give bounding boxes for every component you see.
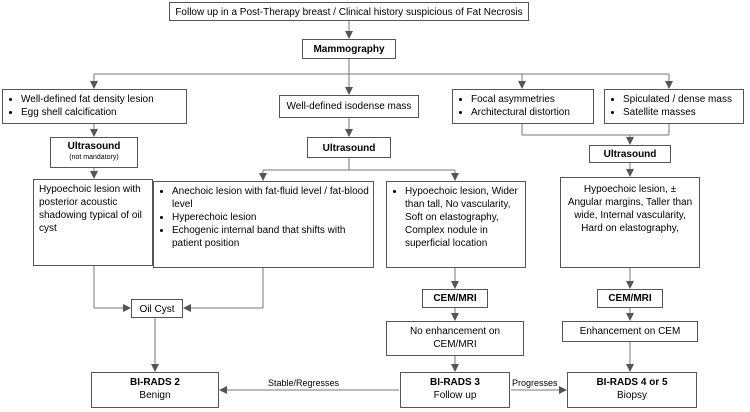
architectural-distortion-item: Architectural distortion (471, 106, 589, 119)
spiculated-mass-box: Spiculated / dense mass Satellite masses (604, 89, 744, 124)
isodense-mass-box: Well-defined isodense mass (279, 95, 419, 118)
eggshell-item: Egg shell calcification (21, 106, 182, 119)
echogenic-band-item: Echogenic internal band that shifts with… (172, 224, 369, 250)
hypoechoic-soft-box: Hypoechoic lesion, Wider than tall, No v… (386, 181, 526, 268)
fat-density-item: Well-defined fat density lesion (21, 93, 182, 106)
satellite-item: Satellite masses (623, 106, 739, 119)
anechoic-item: Anechoic lesion with fat-fluid level / f… (172, 185, 369, 211)
ultrasound-right-box: Ultrasound (589, 145, 671, 163)
spiculated-item: Spiculated / dense mass (623, 93, 739, 106)
enhancement-box: Enhancement on CEM (562, 321, 698, 342)
ultrasound-left-note: (not mandatory) (69, 154, 119, 161)
fat-density-box: Well-defined fat density lesion Egg shel… (2, 89, 187, 124)
hyperechoic-item: Hyperechoic lesion (172, 211, 369, 224)
birads-4-5-box: BI-RADS 4 or 5 Biopsy (567, 372, 697, 408)
stable-regresses-label: Stable/Regresses (268, 378, 340, 388)
ultrasound-middle-box: Ultrasound (307, 137, 391, 158)
birads-4-5-title: BI-RADS 4 or 5 (596, 377, 668, 388)
hypoechoic-hard-box: Hypoechoic lesion, ± Angular margins, Ta… (560, 177, 700, 268)
cem-mri-right-box: CEM/MRI (597, 289, 663, 308)
oil-cyst-description-box: Hypoechoic lesion with posterior acousti… (33, 179, 153, 266)
cem-mri-middle-box: CEM/MRI (422, 289, 488, 308)
mammography-box: Mammography (302, 39, 396, 59)
focal-asymmetry-box: Focal asymmetries Architectural distorti… (452, 89, 594, 124)
birads-3-sub: Follow up (433, 390, 477, 401)
hypoechoic-soft-item: Hypoechoic lesion, Wider than tall, No v… (405, 185, 521, 250)
no-enhancement-box: No enhancement on CEM/MRI (386, 321, 524, 356)
birads-2-sub: Benign (139, 390, 171, 401)
progresses-label: Progresses (512, 378, 558, 388)
birads-2-box: BI-RADS 2 Benign (91, 372, 219, 408)
top-condition-box: Follow up in a Post-Therapy breast / Cli… (169, 2, 529, 21)
birads-3-box: BI-RADS 3 Follow up (400, 372, 510, 408)
focal-asymmetries-item: Focal asymmetries (471, 93, 589, 106)
anechoic-lesion-box: Anechoic lesion with fat-fluid level / f… (153, 181, 374, 268)
ultrasound-left-title: Ultrasound (67, 141, 121, 152)
oil-cyst-box: Oil Cyst (131, 299, 183, 318)
birads-3-title: BI-RADS 3 (429, 377, 480, 388)
birads-2-title: BI-RADS 2 (129, 377, 180, 388)
birads-4-5-sub: Biopsy (616, 390, 647, 401)
ultrasound-left-box: Ultrasound (not mandatory) (50, 137, 138, 168)
